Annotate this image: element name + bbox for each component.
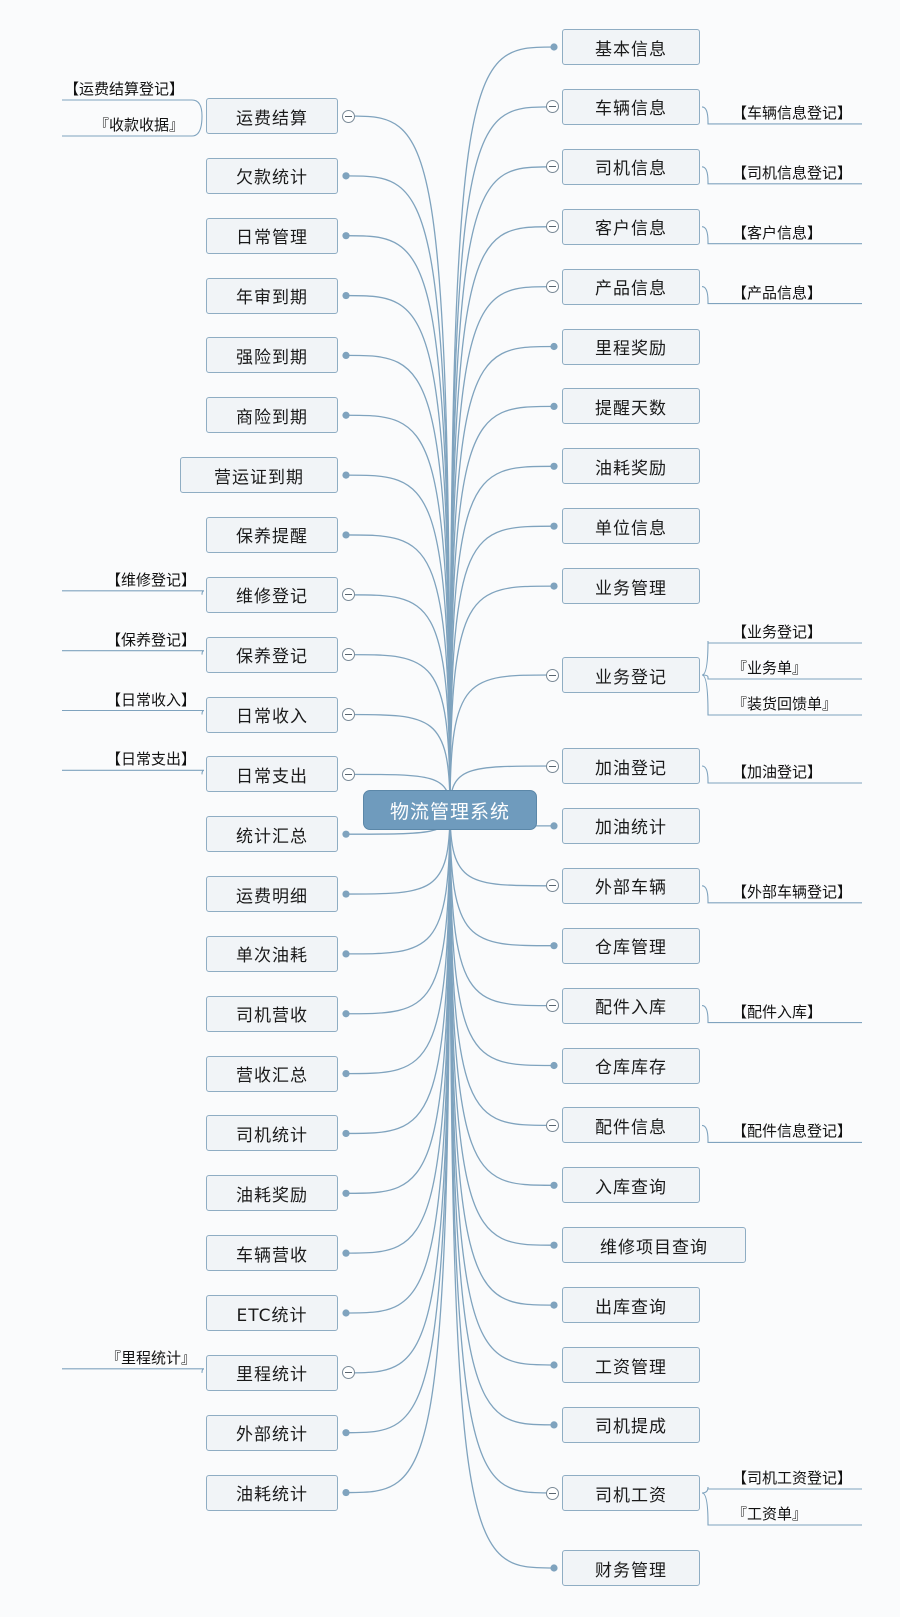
collapse-toggle-icon[interactable] — [341, 1366, 355, 1380]
right-topic-7[interactable]: 提醒天数 — [562, 388, 700, 425]
collapse-toggle-icon[interactable] — [341, 767, 355, 781]
right-subtopic-11-3[interactable]: 『装货回馈单』 — [732, 695, 838, 713]
right-subtopic-11-1[interactable]: 【业务登记】 — [732, 623, 823, 641]
collapse-toggle-icon[interactable] — [545, 759, 559, 773]
left-topic-10[interactable]: 保养登记 — [206, 636, 338, 673]
left-topic-6[interactable]: 商险到期 — [206, 397, 338, 434]
right-topic-5[interactable]: 产品信息 — [562, 268, 700, 305]
right-subtopic-2-1[interactable]: 【车辆信息登记】 — [732, 103, 853, 122]
right-topic-24[interactable]: 司机工资 — [562, 1475, 700, 1511]
left-topic-24[interactable]: 油耗统计 — [206, 1474, 338, 1511]
left-topic-15[interactable]: 单次油耗 — [206, 935, 338, 972]
left-subtopic-11-1[interactable]: 【日常收入】 — [105, 690, 196, 709]
right-subtopic-12-1[interactable]: 【加油登记】 — [732, 763, 823, 781]
left-topic-9[interactable]: 维修登记 — [206, 576, 338, 613]
collapse-toggle-icon[interactable] — [545, 160, 559, 174]
right-topic-11[interactable]: 业务登记 — [562, 657, 700, 693]
right-subtopic-24-2[interactable]: 『工资单』 — [732, 1505, 808, 1523]
right-subtopic-3-1[interactable]: 【司机信息登记】 — [732, 163, 853, 182]
right-subtopic-14-1[interactable]: 【外部车辆登记】 — [732, 882, 853, 901]
right-subtopic-11-2[interactable]: 『业务单』 — [732, 659, 808, 677]
right-topic-8[interactable]: 油耗奖励 — [562, 448, 700, 485]
right-topic-20[interactable]: 维修项目查询 — [562, 1227, 746, 1264]
right-topic-23[interactable]: 司机提成 — [562, 1406, 700, 1443]
left-topic-19[interactable]: 油耗奖励 — [206, 1175, 338, 1212]
right-topic-13[interactable]: 加油统计 — [562, 807, 700, 844]
left-topic-5[interactable]: 强险到期 — [206, 337, 338, 374]
collapse-toggle-icon[interactable] — [341, 648, 355, 662]
left-topic-16[interactable]: 司机营收 — [206, 995, 338, 1032]
left-topic-4[interactable]: 年审到期 — [206, 277, 338, 314]
right-topic-14[interactable]: 外部车辆 — [562, 867, 700, 904]
right-topic-4[interactable]: 客户信息 — [562, 208, 700, 245]
root-topic[interactable]: 物流管理系统 — [363, 790, 537, 830]
left-subtopic-12-1[interactable]: 【日常支出】 — [105, 750, 196, 769]
right-topic-16[interactable]: 配件入库 — [562, 987, 700, 1024]
right-topic-25[interactable]: 财务管理 — [562, 1550, 700, 1586]
right-subtopic-4-1[interactable]: 【客户信息】 — [732, 223, 823, 242]
right-topic-1[interactable]: 基本信息 — [562, 29, 700, 65]
left-subtopic-10-1[interactable]: 【保养登记】 — [105, 630, 196, 649]
right-subtopic-16-1[interactable]: 【配件入库】 — [732, 1002, 823, 1021]
right-subtopic-5-1[interactable]: 【产品信息】 — [732, 283, 823, 302]
left-subtopic-9-1[interactable]: 【维修登记】 — [105, 570, 196, 589]
left-topic-20[interactable]: 车辆营收 — [206, 1235, 338, 1272]
collapse-toggle-icon[interactable] — [545, 668, 559, 682]
collapse-toggle-icon[interactable] — [545, 220, 559, 234]
collapse-toggle-icon[interactable] — [341, 109, 355, 123]
left-topic-14[interactable]: 运费明细 — [206, 876, 338, 913]
left-subtopic-1-2[interactable]: 『收款收据』 — [93, 116, 184, 134]
right-topic-9[interactable]: 单位信息 — [562, 508, 700, 545]
collapse-toggle-icon[interactable] — [545, 280, 559, 294]
right-topic-15[interactable]: 仓库管理 — [562, 927, 700, 964]
right-subtopic-24-1[interactable]: 【司机工资登记】 — [732, 1469, 853, 1487]
left-topic-13[interactable]: 统计汇总 — [206, 816, 338, 853]
left-topic-18[interactable]: 司机统计 — [206, 1115, 338, 1152]
right-subtopic-18-1[interactable]: 【配件信息登记】 — [732, 1122, 853, 1141]
right-topic-19[interactable]: 入库查询 — [562, 1167, 700, 1204]
right-topic-18[interactable]: 配件信息 — [562, 1107, 700, 1144]
left-subtopic-22-1[interactable]: 『里程统计』 — [105, 1348, 196, 1367]
right-topic-6[interactable]: 里程奖励 — [562, 328, 700, 365]
left-topic-1[interactable]: 运费结算 — [206, 98, 338, 134]
left-topic-12[interactable]: 日常支出 — [206, 756, 338, 793]
collapse-toggle-icon[interactable] — [545, 879, 559, 893]
right-topic-21[interactable]: 出库查询 — [562, 1287, 700, 1324]
right-topic-2[interactable]: 车辆信息 — [562, 88, 700, 125]
left-topic-3[interactable]: 日常管理 — [206, 217, 338, 254]
left-topic-2[interactable]: 欠款统计 — [206, 157, 338, 194]
left-topic-11[interactable]: 日常收入 — [206, 696, 338, 733]
left-topic-7[interactable]: 营运证到期 — [180, 457, 338, 494]
collapse-toggle-icon[interactable] — [545, 100, 559, 114]
left-topic-23[interactable]: 外部统计 — [206, 1414, 338, 1451]
collapse-toggle-icon[interactable] — [545, 1486, 559, 1500]
left-topic-22[interactable]: 里程统计 — [206, 1354, 338, 1391]
left-topic-17[interactable]: 营收汇总 — [206, 1055, 338, 1092]
right-topic-22[interactable]: 工资管理 — [562, 1347, 700, 1383]
right-topic-10[interactable]: 业务管理 — [562, 568, 700, 605]
right-topic-3[interactable]: 司机信息 — [562, 148, 700, 185]
collapse-toggle-icon[interactable] — [341, 588, 355, 602]
left-topic-21[interactable]: ETC统计 — [206, 1295, 338, 1331]
collapse-toggle-icon[interactable] — [341, 708, 355, 721]
right-topic-12[interactable]: 加油登记 — [562, 748, 700, 784]
right-topic-17[interactable]: 仓库库存 — [562, 1047, 700, 1084]
collapse-toggle-icon[interactable] — [545, 1118, 559, 1132]
left-topic-8[interactable]: 保养提醒 — [206, 516, 338, 553]
collapse-toggle-icon[interactable] — [545, 999, 559, 1013]
left-subtopic-1-1[interactable]: 【运费结算登记】 — [63, 80, 184, 98]
